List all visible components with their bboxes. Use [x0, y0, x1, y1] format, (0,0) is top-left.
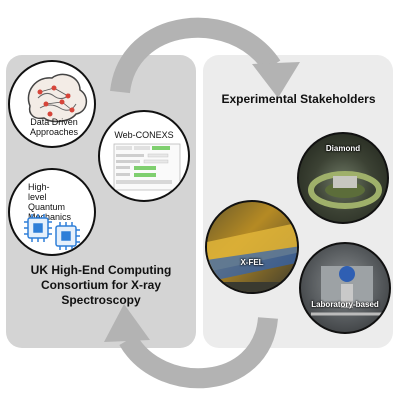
panel-divider [197, 55, 203, 348]
consortium-title-line-2: Consortium for X-ray [40, 278, 161, 292]
data-driven-line-1: Data Driven [30, 117, 78, 127]
xfel-label: X-FEL [240, 258, 264, 267]
xfel-photo: X-FEL [205, 200, 299, 294]
consortium-title-line-3: Spectroscopy [61, 293, 141, 307]
brain-network-icon [27, 73, 88, 123]
stakeholders-title: Experimental Stakeholders [221, 92, 376, 106]
bottom-cycle-arrow [119, 316, 278, 389]
top-cycle-arrow [110, 17, 281, 94]
cpu-chip-icon [24, 214, 80, 250]
top-arrowhead [252, 62, 300, 98]
diamond-label: Diamond [325, 144, 361, 153]
synchrotron-ring-image [308, 171, 382, 209]
lab-equipment-image [311, 266, 383, 316]
diamond-photo: Diamond [297, 132, 389, 224]
data-driven-line-2: Approaches [29, 127, 79, 137]
quantum-line-1: High-level [28, 182, 50, 202]
web-conexs-circle: Web-CONEXS [98, 110, 190, 202]
consortium-title: UK High-End Computing Consortium for X-r… [10, 263, 192, 308]
web-interface-screenshot [113, 143, 181, 191]
data-driven-label: Data Driven Approaches [18, 117, 90, 137]
bottom-arrowhead [104, 304, 150, 342]
data-driven-circle: Data Driven Approaches [8, 60, 96, 148]
quantum-label: High-level Quantum Mechanics [28, 182, 72, 222]
xfel-tunnel-image [207, 222, 297, 292]
quantum-line-2: Quantum [28, 202, 66, 212]
quantum-circle: High-level Quantum Mechanics [8, 168, 96, 256]
laboratory-label: Laboratory-based [311, 300, 379, 309]
laboratory-photo: Laboratory-based [299, 242, 391, 334]
consortium-title-line-1: UK High-End Computing [30, 263, 172, 277]
web-conexs-title: Web-CONEXS [114, 130, 174, 140]
quantum-line-3: Mechanics [28, 212, 72, 222]
